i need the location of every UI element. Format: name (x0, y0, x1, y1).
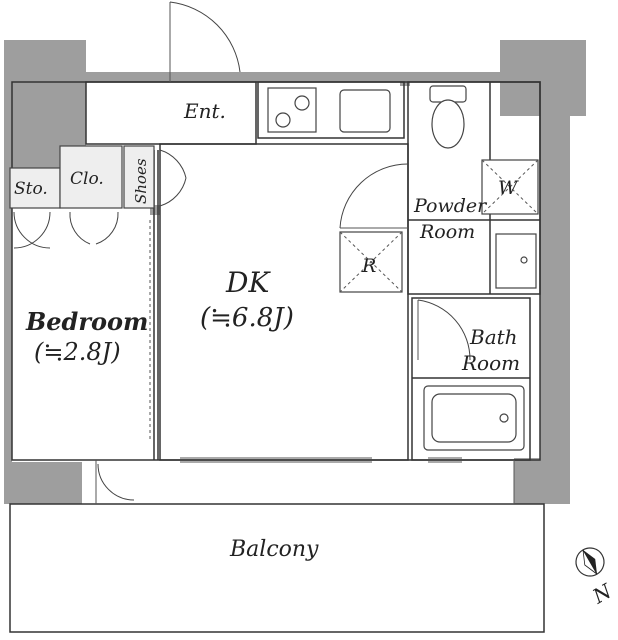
doors (13, 1, 471, 501)
toilet-icon (429, 85, 467, 149)
storage-label: Sto. (14, 179, 48, 199)
north-label: N (588, 578, 617, 609)
powder-room-label-2: Room (419, 221, 475, 243)
washer-icon (481, 159, 539, 215)
north-arrow-icon (575, 547, 605, 577)
fixtures (267, 85, 539, 451)
bath-room-label-1: Bath (469, 325, 518, 349)
bath-room-label-2: Room (461, 351, 520, 375)
dk-size-label: (≒6.8J) (200, 303, 294, 333)
refrigerator-icon (339, 231, 403, 293)
washer-label: W (498, 177, 519, 199)
room-labels: Ent. Sto. Clo. Shoes Powder Room W R DK … (14, 99, 520, 562)
entrance-label: Ent. (183, 99, 226, 123)
compass: N (575, 547, 617, 609)
refrigerator-label: R (361, 255, 376, 277)
powder-room-label-1: Powder (413, 195, 488, 217)
shoes-label: Shoes (132, 158, 150, 204)
balcony-label: Balcony (229, 537, 319, 562)
kitchen-sink-icon (339, 89, 391, 133)
bedroom-size-label: (≒2.8J) (34, 338, 121, 366)
bathtub-icon (423, 385, 525, 451)
wash-basin-icon (495, 233, 537, 289)
closet-label: Clo. (70, 169, 104, 189)
stove-icon (267, 87, 317, 133)
bedroom-label: Bedroom (25, 307, 148, 336)
wall-lines (9, 81, 545, 633)
dk-label: DK (225, 266, 271, 299)
walls (4, 40, 586, 504)
